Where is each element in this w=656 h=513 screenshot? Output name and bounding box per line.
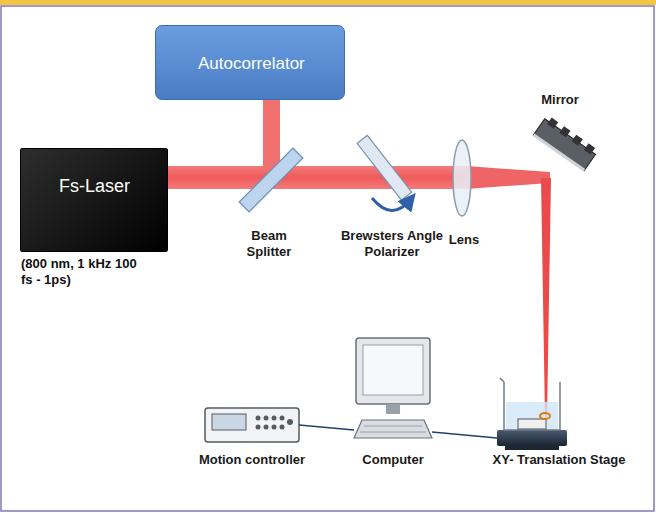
- top-strip: [0, 0, 656, 5]
- sample: [540, 413, 550, 419]
- laser-beam: [166, 166, 466, 189]
- cable: [299, 425, 354, 430]
- device-label: Computer: [350, 452, 436, 468]
- part-label: Brewsters Angle Polarizer: [340, 228, 444, 261]
- laser-box: Fs-Laser(800 nm, 1 kHz 100 fs - 1ps): [20, 148, 168, 252]
- focused-beam: [466, 166, 550, 189]
- autocorrelator-box: Autocorrelator: [155, 25, 345, 100]
- stage-base: [505, 446, 559, 450]
- part-label: Beam Splitter: [236, 228, 302, 261]
- mirror: [533, 115, 599, 172]
- reflected-beam: [263, 100, 280, 170]
- sample-holder: [518, 419, 546, 429]
- brewster-polarizer: [357, 135, 412, 200]
- device-label: Motion controller: [190, 452, 314, 468]
- part-label: Mirror: [532, 92, 588, 108]
- computer-icon: [354, 338, 432, 438]
- beam-splitter: [239, 148, 303, 212]
- box-title: Autocorrelator: [198, 54, 305, 74]
- beaker: [500, 378, 560, 430]
- motion-controller-icon: [205, 408, 299, 442]
- lens: [453, 140, 471, 216]
- frame: [1, 6, 654, 511]
- device-label: XY- Translation Stage: [474, 452, 644, 468]
- liquid: [506, 402, 558, 430]
- rotation-arrow: [372, 198, 410, 211]
- down-beam: [541, 178, 551, 418]
- box-title: Fs-Laser: [59, 176, 130, 197]
- part-label: Lens: [442, 232, 486, 248]
- cable: [432, 432, 497, 438]
- laser-specs: (800 nm, 1 kHz 100 fs - 1ps): [21, 256, 149, 289]
- xy-stage: [497, 430, 567, 446]
